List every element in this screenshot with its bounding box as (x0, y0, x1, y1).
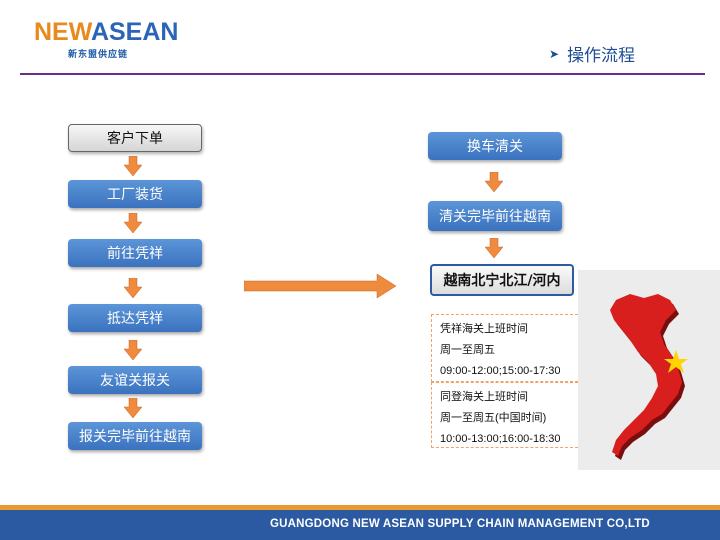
footer-accent (0, 505, 720, 510)
arrow-down-icon (124, 278, 142, 298)
step-cleared-to-vietnam: 清关完毕前往越南 (428, 201, 562, 231)
header-divider (20, 73, 705, 75)
info-days: 周一至周五 (440, 344, 495, 356)
logo-ne: NEW (34, 18, 91, 46)
logo-asean: ASEAN (90, 18, 179, 46)
arrow-right-icon (244, 274, 396, 298)
step-declared-to-vietnam: 报关完毕前往越南 (68, 422, 202, 450)
info-times: 10:00-13:00;16:00-18:30 (440, 433, 561, 445)
arrow-down-icon (124, 213, 142, 233)
info-times: 09:00-12:00;15:00-17:30 (440, 365, 561, 377)
arrow-down-icon (124, 340, 142, 360)
vietnam-map-icon (578, 270, 720, 470)
footer-bar (0, 510, 720, 540)
page-title: ➤ 操作流程 (549, 41, 635, 66)
info-days: 周一至周五(中国时间) (440, 412, 547, 424)
footer-company-name: GUANGDONG NEW ASEAN SUPPLY CHAIN MANAGEM… (270, 518, 650, 530)
info-title: 同登海关上班时间 (440, 391, 528, 403)
logo: NEWASEAN (34, 20, 178, 45)
step-go-pingxiang: 前往凭祥 (68, 239, 202, 267)
step-youyiguan-declare: 友谊关报关 (68, 366, 202, 394)
arrow-down-icon (124, 398, 142, 418)
step-customer-order: 客户下单 (68, 124, 202, 152)
logo-subtitle: 新东盟供应链 (68, 50, 129, 60)
step-arrive-pingxiang: 抵达凭祥 (68, 304, 202, 332)
triangle-right-icon: ➤ (549, 46, 560, 61)
arrow-down-icon (485, 172, 503, 192)
page-title-text: 操作流程 (567, 46, 636, 66)
info-pingxiang-hours: 凭祥海关上班时间 周一至周五 09:00-12:00;15:00-17:30 (431, 314, 583, 382)
arrow-down-icon (124, 156, 142, 176)
info-title: 凭祥海关上班时间 (440, 323, 528, 335)
step-factory-loading: 工厂装货 (68, 180, 202, 208)
step-destination: 越南北宁北江/河内 (430, 264, 574, 296)
info-dongdang-hours: 同登海关上班时间 周一至周五(中国时间) 10:00-13:00;16:00-1… (431, 382, 583, 448)
arrow-down-icon (485, 238, 503, 258)
step-change-truck-clearance: 换车清关 (428, 132, 562, 160)
